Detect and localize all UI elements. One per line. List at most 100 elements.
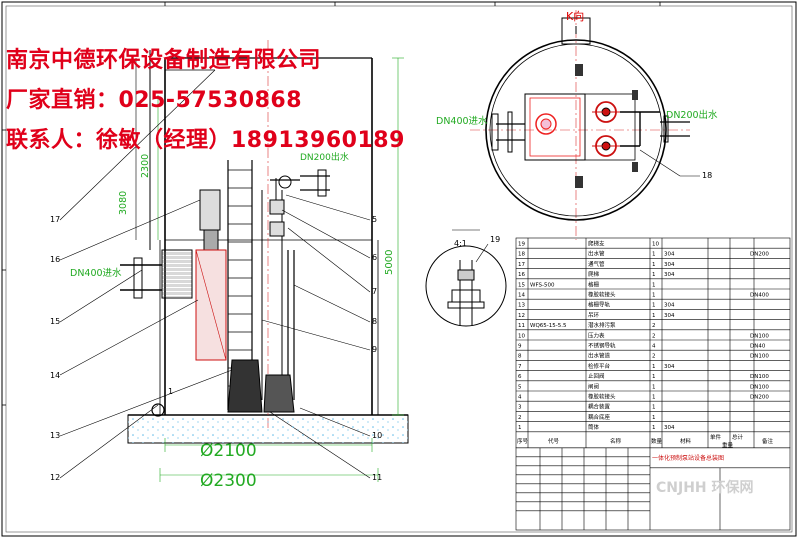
svg-text:304: 304 (664, 262, 675, 268)
svg-text:DN400: DN400 (750, 293, 769, 299)
svg-text:吊环: 吊环 (588, 312, 600, 319)
svg-text:爬梯支: 爬梯支 (588, 240, 605, 248)
svg-text:2: 2 (652, 323, 656, 329)
svg-text:2: 2 (652, 333, 656, 339)
callout-19: 19 (490, 235, 500, 244)
dia-2100: Ø2100 (200, 441, 257, 461)
svg-text:DN100: DN100 (750, 374, 769, 380)
callout-7: 7 (372, 287, 377, 296)
watermark: CNJHH 环保网 (656, 479, 754, 496)
svg-text:304: 304 (664, 425, 675, 431)
inlet-dn400-side-label: DN400进水 (70, 267, 122, 279)
svg-text:爬梯: 爬梯 (588, 270, 600, 278)
callout-16: 16 (50, 255, 60, 264)
svg-text:止回阀: 止回阀 (588, 372, 605, 380)
svg-text:备注: 备注 (762, 437, 774, 445)
svg-text:单件: 单件 (710, 433, 722, 441)
outlet-dn200-side-label: DN200出水 (300, 151, 349, 163)
svg-text:1: 1 (652, 425, 656, 431)
svg-text:1: 1 (652, 374, 656, 380)
svg-text:耦合装置: 耦合装置 (588, 403, 611, 411)
svg-text:WQ65-15-5.5: WQ65-15-5.5 (530, 323, 567, 329)
svg-text:18: 18 (518, 252, 525, 258)
svg-text:4: 4 (652, 344, 656, 350)
callout-5: 5 (372, 215, 377, 224)
marker-1: 1 (168, 387, 173, 396)
bom-row: 19 爬梯支 10 (518, 240, 659, 248)
svg-text:13: 13 (518, 303, 525, 309)
svg-text:6: 6 (518, 374, 522, 380)
bom-row: 15 WFS-500 格栅 1 (518, 280, 656, 288)
callout-11: 11 (372, 473, 382, 482)
svg-text:WFS-500: WFS-500 (530, 282, 555, 288)
dim-2300: 2300 (140, 154, 151, 178)
svg-text:16: 16 (518, 272, 525, 278)
bom-row: 17 通气管 1 304 (518, 260, 675, 268)
front-elevation (59, 40, 409, 482)
svg-text:1: 1 (652, 395, 656, 401)
svg-text:名称: 名称 (610, 437, 622, 445)
svg-text:1: 1 (652, 252, 656, 258)
svg-text:通气管: 通气管 (588, 260, 605, 268)
contact-line: 联系人：徐敏（经理）18913960189 (6, 128, 405, 153)
svg-text:1: 1 (652, 364, 656, 370)
callout-8: 8 (372, 317, 377, 326)
callout-14: 14 (50, 371, 60, 380)
dia-2300: Ø2300 (200, 471, 257, 491)
svg-text:12: 12 (518, 313, 525, 319)
dim-5000: 5000 (384, 250, 395, 275)
k-view-label: K向 (566, 9, 584, 23)
bom-table (515, 237, 791, 531)
svg-text:1: 1 (652, 415, 656, 421)
svg-text:19: 19 (518, 242, 525, 248)
svg-text:DN100: DN100 (750, 333, 769, 339)
section-label: 4:1 (454, 239, 467, 248)
section-detail (425, 229, 507, 327)
svg-text:总计: 总计 (732, 433, 744, 441)
top-view (470, 10, 700, 240)
bom-row: 6 止回阀 1 DN100 (518, 372, 769, 380)
svg-text:4: 4 (518, 395, 522, 401)
svg-text:1: 1 (652, 384, 656, 390)
svg-text:橡胶软接头: 橡胶软接头 (588, 291, 616, 299)
svg-text:格栅: 格栅 (588, 280, 600, 288)
svg-text:11: 11 (518, 323, 525, 329)
svg-text:DN100: DN100 (750, 354, 769, 360)
svg-text:304: 304 (664, 303, 675, 309)
svg-text:17: 17 (518, 262, 525, 268)
svg-text:压力表: 压力表 (588, 331, 605, 339)
svg-text:3: 3 (518, 405, 522, 411)
svg-text:出水管: 出水管 (588, 250, 605, 258)
callout-9: 9 (372, 345, 377, 354)
callout-10: 10 (372, 431, 382, 440)
inlet-dn400-top-label: DN400进水 (436, 115, 488, 127)
svg-text:304: 304 (664, 364, 675, 370)
svg-text:橡胶软接头: 橡胶软接头 (588, 393, 616, 401)
svg-text:1: 1 (652, 293, 656, 299)
svg-text:不锈钢导轨: 不锈钢导轨 (588, 342, 616, 350)
svg-text:闸阀: 闸阀 (588, 382, 599, 390)
callout-15: 15 (50, 317, 60, 326)
svg-text:格栅导轨: 格栅导轨 (588, 301, 611, 309)
svg-text:10: 10 (652, 242, 659, 248)
svg-text:15: 15 (518, 282, 525, 288)
svg-text:304: 304 (664, 313, 675, 319)
svg-text:8: 8 (518, 354, 522, 360)
svg-text:DN100: DN100 (750, 384, 769, 390)
svg-text:2: 2 (518, 415, 522, 421)
svg-text:1: 1 (652, 262, 656, 268)
svg-text:10: 10 (518, 333, 525, 339)
svg-text:1: 1 (652, 282, 656, 288)
